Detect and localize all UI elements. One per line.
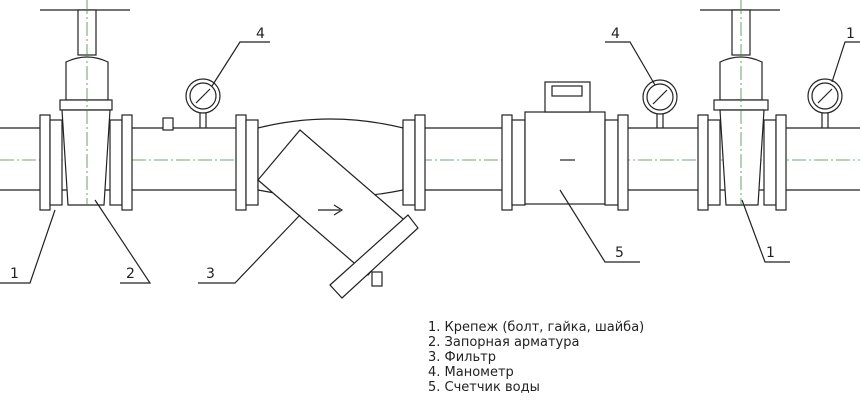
pressure-gauge-3 bbox=[807, 78, 843, 128]
pressure-gauge-1 bbox=[185, 78, 221, 128]
callout-1: 1 bbox=[766, 245, 775, 261]
shutoff-valve-left bbox=[39, 0, 133, 211]
legend-item: 5. Счетчик воды bbox=[428, 380, 540, 395]
legend-item: 3. Фильтр bbox=[428, 350, 496, 365]
callout-2: 2 bbox=[126, 266, 135, 282]
water-meter bbox=[501, 81, 629, 211]
leader-lines bbox=[0, 41, 860, 284]
callout-4: 4 bbox=[256, 26, 265, 42]
legend-item: 1. Крепеж (болт, гайка, шайба) bbox=[428, 320, 645, 335]
callout-1: 1 bbox=[10, 266, 19, 282]
shutoff-valve-right bbox=[697, 0, 787, 211]
tap-fitting bbox=[162, 117, 174, 131]
callout-3: 3 bbox=[206, 266, 215, 282]
callout-4: 4 bbox=[611, 26, 620, 42]
callout-1: 1 bbox=[846, 26, 855, 42]
legend: 1. Крепеж (болт, гайка, шайба) 2. Запорн… bbox=[428, 320, 644, 395]
filter bbox=[235, 114, 426, 299]
callout-5: 5 bbox=[615, 245, 624, 261]
pressure-gauge-2 bbox=[642, 79, 678, 128]
legend-item: 4. Манометр bbox=[428, 365, 514, 380]
legend-item: 2. Запорная арматура bbox=[428, 335, 580, 350]
